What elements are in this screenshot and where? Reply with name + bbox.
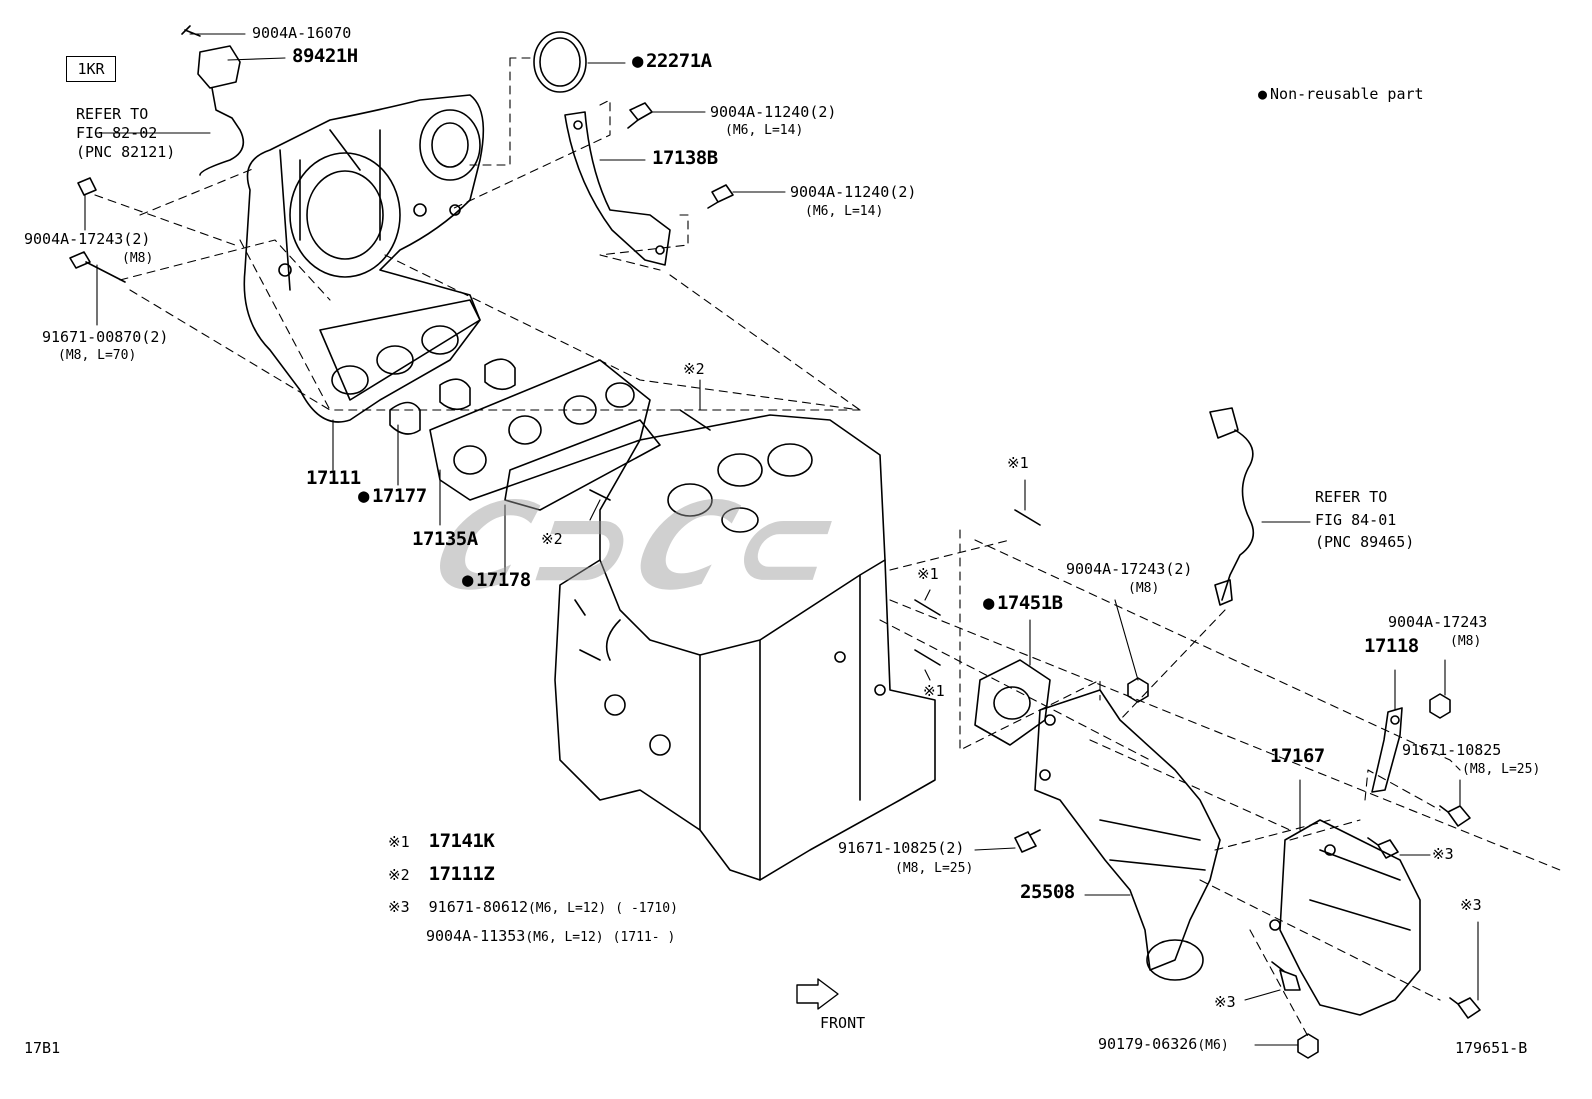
catalytic-converter-drawing xyxy=(1034,689,1221,981)
note-3: ※3 91671-80612(M6, L=12) ( -1710) xyxy=(388,899,678,917)
mark-label: ※1 xyxy=(923,682,945,700)
part-label: 91671-00870(2) xyxy=(42,328,169,346)
legend-text: Non-reusable part xyxy=(1270,85,1424,103)
part-label: 91671-10825(2) xyxy=(838,839,965,857)
note-mark: ※2 xyxy=(388,866,410,884)
part-spec: (M6) xyxy=(1197,1038,1229,1053)
assembly-guide-lines xyxy=(94,57,1561,1041)
mark-label: ※2 xyxy=(683,360,705,378)
legend-non-reusable: Non-reusable part xyxy=(1258,85,1424,103)
part-label: 9004A-16070 xyxy=(252,24,352,42)
front-arrow-icon xyxy=(796,978,839,1010)
part-spec: (M8, L=25) xyxy=(1462,762,1541,777)
refer-a-line3: (PNC 82121) xyxy=(76,143,176,161)
refer-b-line2: FIG 84-01 xyxy=(1315,511,1397,529)
note-3b: 9004A-11353(M6, L=12) (1711- ) xyxy=(426,928,675,946)
mark-label: ※1 xyxy=(917,565,939,583)
refer-a-line1: REFER TO xyxy=(76,105,149,123)
part-label: 17118 xyxy=(1364,635,1419,657)
part-label: 9004A-11240(2) xyxy=(790,183,917,201)
mark-label: ※2 xyxy=(541,530,563,548)
intake-manifold-drawing xyxy=(243,94,485,423)
part-label: 17135A xyxy=(412,528,478,550)
part-label: 22271A xyxy=(632,52,712,71)
oxygen-sensor-drawing xyxy=(1209,407,1255,606)
part-label: 17178 xyxy=(462,571,531,590)
illustration-code: 179651-B xyxy=(1455,1039,1528,1057)
note-1: ※1 17141K xyxy=(388,830,495,852)
part-label: 17167 xyxy=(1270,745,1325,767)
mark-label: ※3 xyxy=(1460,896,1482,914)
part-label: 17138B xyxy=(652,147,718,169)
studs-drawing xyxy=(589,409,1041,666)
engine-code-box: 1KR xyxy=(66,56,116,82)
bolts-drawing xyxy=(69,102,734,283)
note-2: ※2 17111Z xyxy=(388,863,495,885)
note-mark: ※1 xyxy=(388,833,410,851)
part-label: 17111 xyxy=(306,467,361,489)
part-label: 17451B xyxy=(983,594,1063,613)
part-label: 91671-10825 xyxy=(1402,741,1502,759)
mark-label: ※1 xyxy=(1007,454,1029,472)
gasket-22271a-drawing xyxy=(533,31,587,93)
part-spec: (M6, L=14) xyxy=(725,123,804,138)
figure-code: 17B1 xyxy=(24,1039,61,1057)
mark-label: ※3 xyxy=(1432,845,1454,863)
note-part: 17111Z xyxy=(428,863,495,885)
part-label: 25508 xyxy=(1020,881,1075,903)
part-spec: (M8) xyxy=(122,251,154,266)
sensor-89421h-drawing xyxy=(181,25,245,176)
bracket-17118-drawing xyxy=(1371,707,1403,793)
note-range: (1711- ) xyxy=(612,930,676,945)
part-label: 9004A-17243 xyxy=(1388,613,1488,631)
part-spec: (M8, L=25) xyxy=(895,861,974,876)
note-spec: (M6, L=12) xyxy=(525,930,604,945)
part-label: 89421H xyxy=(292,45,358,67)
part-label: 90179-06326(M6) xyxy=(1098,1036,1229,1054)
part-label: 9004A-17243(2) xyxy=(24,230,151,248)
mark-label: ※3 xyxy=(1214,993,1236,1011)
bracket-17138b-drawing xyxy=(564,111,671,266)
note-part: 91671-80612 xyxy=(428,898,528,916)
refer-b-line1: REFER TO xyxy=(1315,488,1388,506)
leader-lines xyxy=(84,33,1479,1046)
watermark: C⊃C⊂ xyxy=(417,478,864,617)
cylinder-block-drawing xyxy=(554,414,936,881)
part-label: 9004A-17243(2) xyxy=(1066,560,1193,578)
part-spec: (M8) xyxy=(1450,634,1482,649)
part-label: 17177 xyxy=(358,487,427,506)
part-label: 9004A-11240(2) xyxy=(710,103,837,121)
part-spec: (M8) xyxy=(1128,581,1160,596)
fasteners-right-drawing xyxy=(1014,677,1481,1059)
part-number: 90179-06326 xyxy=(1098,1035,1198,1053)
front-label: FRONT xyxy=(820,1014,866,1032)
note-part: 17141K xyxy=(428,830,495,852)
note-spec: (M6, L=12) xyxy=(527,901,607,916)
bullet-icon xyxy=(1258,85,1270,103)
note-range: ( -1710) xyxy=(615,901,678,916)
part-spec: (M8, L=70) xyxy=(58,348,137,363)
part-spec: (M6, L=14) xyxy=(805,204,884,219)
heat-shield-drawing xyxy=(1269,819,1421,1016)
note-part: 9004A-11353 xyxy=(426,927,526,945)
refer-a-line2: FIG 82-02 xyxy=(76,124,158,142)
refer-b-line3: (PNC 89465) xyxy=(1315,533,1415,551)
note-mark: ※3 xyxy=(388,898,410,916)
